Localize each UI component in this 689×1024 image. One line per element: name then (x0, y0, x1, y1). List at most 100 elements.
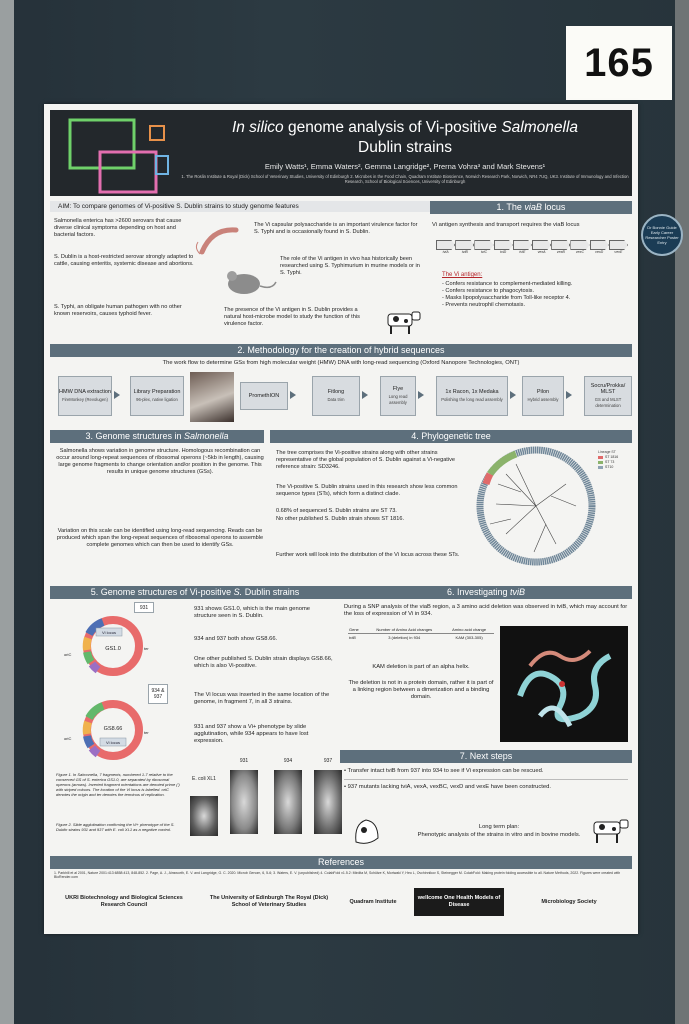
vi-antigen-bullets: - Confers resistance to complement-media… (442, 281, 630, 309)
next-bullet-2: • 937 mutants lacking tviA, vexA, vexBC,… (344, 784, 551, 790)
board-frame-left (0, 0, 14, 1024)
plan-title: Long term plan: (478, 824, 520, 830)
legend-swatch (598, 455, 603, 459)
gene-label: tviA (442, 250, 449, 254)
mouse-illustration (227, 271, 277, 294)
gene-label: tviC (480, 250, 488, 254)
gene-arrow-tviC (474, 240, 494, 250)
vi-locus-label-1: Vi locus (102, 630, 116, 635)
table-cell-aa: KAM (303-305) (455, 635, 483, 640)
dgs-p1: 931 shows GS1.0, which is the main genom… (194, 606, 311, 619)
workflow-step-title: 1x Racon, 1x Medaka (445, 389, 499, 395)
section-6-heading: 6. Investigating tviB (340, 586, 632, 599)
section-1-heading: 1. The viaB locus (430, 201, 632, 214)
workflow-step-title: Library Preparation (133, 389, 181, 395)
phylo-p1: The tree comprises the Vi-positive strai… (276, 450, 456, 470)
workflow-step-sub: GS and MLST determination (594, 397, 622, 408)
phylo-p3: 0.68% of sequenced S. Dublin strains are… (276, 508, 397, 514)
divider (344, 779, 628, 780)
authors: Emily Watts¹, Emma Waters², Gemma Langri… (264, 162, 546, 171)
dgs-p4: The Vi locus was inserted in the same lo… (194, 692, 330, 705)
workflow-step-title: HMW DNA extraction (59, 389, 111, 395)
figure-2-caption: Figure 2. Slide agglutination confirming… (56, 822, 175, 832)
gs-p2: Variation on this scale can be identifie… (56, 528, 264, 548)
oric-label-2: oriC (64, 736, 71, 741)
slide-label: 937 (323, 758, 333, 764)
slide-label: 934 (283, 758, 293, 764)
workflow-arrow (290, 391, 296, 399)
sponsor-logos: UKRI Biotechnology and Biological Scienc… (54, 888, 628, 920)
cow-icon-small (593, 819, 629, 843)
table-cell-changes: 3 (deletion) in 934 (388, 635, 421, 640)
section-2-heading: 2. Methodology for the creation of hybri… (50, 344, 632, 357)
section-3-heading: 3. Genome structures in Salmonella (50, 430, 264, 443)
legend-item: ST 1816 (598, 455, 634, 459)
section-7-heading: 7. Next steps (340, 750, 632, 763)
gene-label: vexB (556, 250, 565, 254)
dgs-p5: 931 and 937 show a Vi+ phenotype by slid… (194, 724, 309, 744)
vi-bullet: - Confers resistance to phagocytosis. (442, 288, 535, 294)
oric-label-1: oriC (64, 652, 71, 657)
viab-intro: Vi antigen synthesis and transport requi… (432, 222, 580, 228)
cow-head-icon (355, 819, 379, 844)
table-header-aa: Amino acid change (444, 626, 494, 634)
poster-number-card: 165 (566, 26, 672, 100)
gene-arrow-vexD (589, 240, 609, 250)
phylo-p5: Further work will look into the distribu… (276, 552, 460, 558)
gs866-circle-diagram: Vi locus GS8.66 oriC ter (64, 700, 149, 760)
lab-photo (190, 372, 234, 422)
gs-p1: Salmonella shows variation in genome str… (56, 448, 264, 475)
tvib-p1: KAM deletion is part of an alpha helix. (372, 664, 470, 670)
section-4-heading: 4. Phylogenetic tree (270, 430, 632, 443)
vi-bullet: - Confers resistance to complement-media… (442, 281, 573, 287)
gs866-center-label: GS8.66 (104, 726, 123, 732)
poster-entry-sticker: Dr Bonnie Guide Early Career Researcher … (641, 214, 683, 256)
sponsor-logo: The University of Edinburgh The Royal (D… (204, 888, 334, 916)
affiliations: 1. The Roslin Institute & Royal (Dick) S… (181, 174, 629, 184)
references-text: 1. Parkhill et al 2001, Nature 2001:413:… (54, 871, 621, 880)
aim-p2: S. Dublin is a host-restricted serovar s… (54, 254, 194, 267)
plan-text: Phenotypic analysis of the strains in vi… (417, 832, 581, 838)
abstract-logo-shapes (68, 118, 169, 194)
slide-image (314, 770, 342, 834)
vi-antigen-title: The Vi antigen: (442, 272, 483, 278)
protein-structure-image (500, 626, 628, 742)
legend-item: ST 73 (598, 460, 634, 464)
workflow-step-sub: Hybrid assembly (527, 397, 559, 402)
label-934-937: 934 & 937 (148, 684, 168, 704)
gene-label: vexD (595, 250, 604, 254)
dgs-p3: One other published S. Dublin strain dis… (194, 656, 333, 669)
workflow-arrow (510, 391, 516, 399)
figure-1-caption: Figure 1. In Salmonella, 7 fragments, nu… (56, 772, 180, 797)
title-main: genome analysis of Vi-positive (283, 119, 502, 136)
slide-label: 931 (239, 758, 249, 764)
title-in-silico: In silico (231, 119, 284, 136)
gene-arrow-tviA (436, 240, 456, 250)
legend-title: Lineage ST (598, 450, 616, 454)
section-5-heading: 5. Genome structures of Vi-positive S. D… (50, 586, 340, 599)
aim-p3: S. Typhi, an obligate human pathogen wit… (54, 304, 182, 317)
gene-arrow-tviB (455, 240, 475, 250)
legend-swatch (598, 460, 603, 464)
legend-label: ST10 (605, 465, 614, 469)
next-bullet-1: • Transfer intact tviB from 937 into 934… (344, 768, 544, 774)
references-heading: References (50, 856, 632, 869)
workflow-step-title: Fitlong (327, 389, 345, 395)
dgs-p2: 934 and 937 both show GS8.66. (194, 636, 278, 642)
gene-arrow-tviE (512, 240, 532, 250)
vi-bullet: - Masks lipopolysaccharide from Toll-lik… (442, 295, 571, 301)
gene-label: tviB (461, 250, 468, 254)
sponsor-logo: Microbiology Society (512, 888, 626, 916)
aim-p5: The role of the Vi antigen in vivo has h… (280, 256, 420, 276)
sponsor-logo: wellcome One Health Models of Disease (414, 888, 504, 916)
title-line2: Dublin strains (358, 139, 452, 156)
slide-image (274, 770, 302, 834)
tvib-table: Gene Number of Amino Acid changes Amino … (348, 626, 494, 641)
